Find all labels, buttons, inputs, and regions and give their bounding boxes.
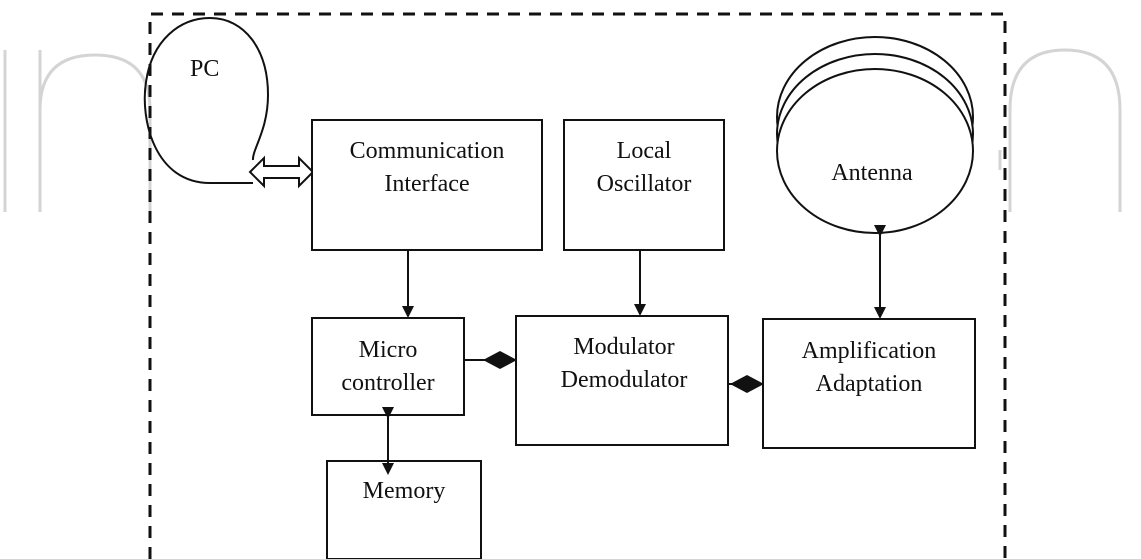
moddem-label-line1: Modulator [573,334,674,360]
mcu-label-line2: controller [341,370,434,396]
antenna-label: Antenna [831,160,913,186]
microcontroller-box: Micro controller [311,317,465,416]
amp-label-line2: Adaptation [816,371,923,397]
amplification-adaptation-box: Amplification Adaptation [762,318,976,449]
antenna-node: Antenna [776,36,974,234]
communication-interface-box: Communication Interface [311,119,543,251]
pc-label: PC [190,56,219,82]
osc-label-line2: Oscillator [597,171,692,197]
mcu-label-line1: Micro [359,337,418,363]
memory-box: Memory [326,460,482,559]
system-boundary [148,12,1007,559]
mcu-moddem-connector [464,351,517,369]
watermark [3,48,1122,212]
moddem-label-line2: Demodulator [561,367,688,393]
moddem-amp-connector [728,375,764,393]
pc-shape [143,16,270,184]
local-oscillator-box: Local Oscillator [563,119,725,251]
amp-label-line1: Amplification [802,338,937,364]
memory-label: Memory [363,478,446,504]
pc-comm-double-arrow [248,155,315,189]
pc-node: PC [143,16,270,184]
osc-label-line1: Local [617,138,672,164]
comm-label-line1: Communication [350,138,505,164]
comm-label-line2: Interface [384,171,469,197]
modulator-demodulator-box: Modulator Demodulator [515,315,729,446]
